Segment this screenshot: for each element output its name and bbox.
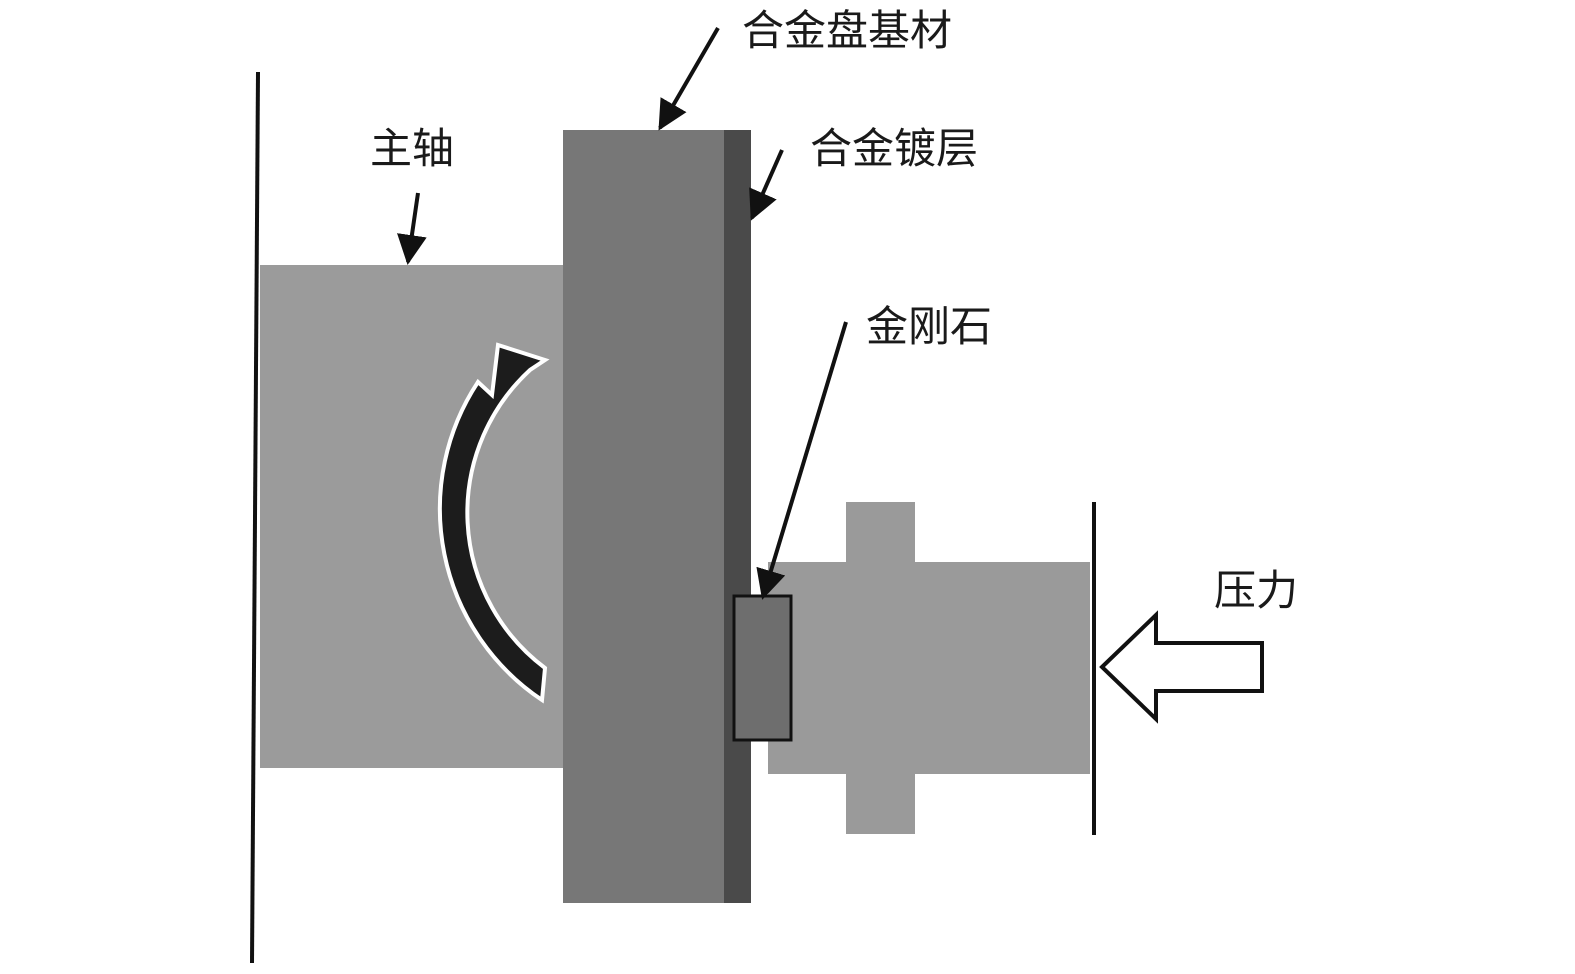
alloy-coating (724, 130, 751, 903)
left-wall-line (250, 71, 260, 964)
substrate-leader-arrow (658, 26, 720, 131)
alloy-disc-substrate (563, 130, 726, 903)
spindle-body (260, 265, 565, 768)
diamond-sample (732, 594, 793, 742)
spindle-leader-arrow (397, 192, 427, 265)
diamond-leader-arrow (756, 321, 848, 600)
label-pressure: 压力 (1214, 566, 1299, 615)
fixture-body (768, 562, 1090, 774)
rotation-arrow-icon (437, 342, 550, 704)
coating-leader-arrow (749, 149, 784, 221)
label-alloy-disc-substrate: 合金盘基材 (742, 6, 953, 55)
label-alloy-coating: 合金镀层 (810, 124, 979, 173)
pressure-arrow-icon (1099, 610, 1264, 724)
label-diamond: 金刚石 (866, 302, 993, 351)
label-spindle: 主轴 (370, 124, 455, 173)
